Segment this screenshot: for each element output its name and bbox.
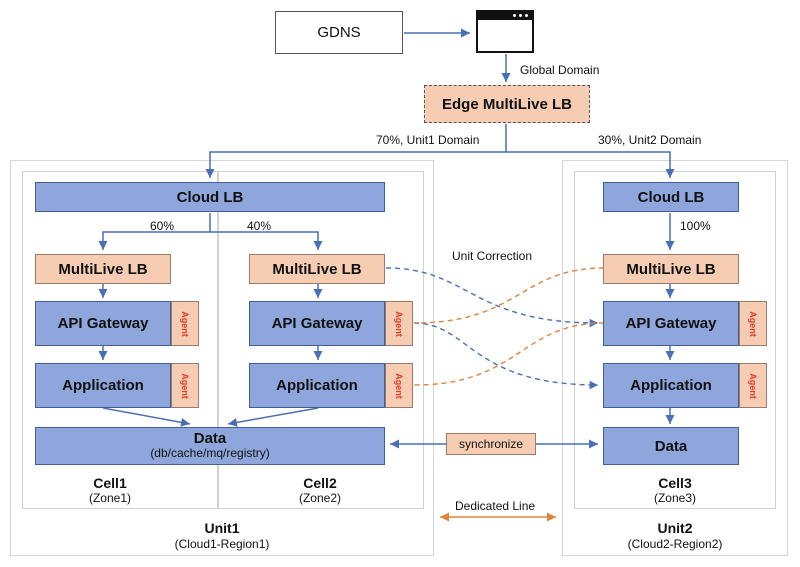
cell1-frame (22, 171, 218, 509)
agent-label: Agent (394, 372, 404, 399)
edge-multilive-lb: Edge MultiLive LB (424, 85, 590, 123)
edge-to-cell2-lb (210, 231, 323, 250)
cell2-api-gateway: API Gateway (249, 301, 385, 346)
correction-lb-to-cell3-gw (385, 267, 599, 328)
cell1-application-agent: Agent (171, 363, 199, 408)
agent-label: Agent (394, 310, 404, 337)
cell1-api-gateway: API Gateway (35, 301, 171, 346)
unit2-cloud-lb: Cloud LB (603, 182, 739, 212)
cell2-application-agent: Agent (385, 363, 413, 408)
unit1-data-title: Data (193, 430, 227, 447)
unit2-data: Data (603, 427, 739, 465)
cell1-application-label: Application (62, 377, 144, 394)
cell3-multilive-lb: MultiLive LB (603, 254, 739, 284)
cell2-share-label: 40% (247, 219, 272, 233)
dedicated-line-label: Dedicated Line (455, 499, 536, 513)
cell2-api-gateway-label: API Gateway (271, 315, 363, 332)
cell3-frame (574, 171, 776, 509)
unit1-frame (10, 160, 434, 556)
agent-label: Agent (180, 372, 190, 399)
edge-to-cell1-lb (98, 231, 210, 250)
cell2-multilive-lb-label: MultiLive LB (272, 260, 362, 278)
edge-multilive-lb-label: Edge MultiLive LB (441, 95, 572, 113)
synchronize-label: synchronize (458, 437, 524, 451)
edge-to-unit1 (205, 151, 506, 178)
cell1-api-gateway-label: API Gateway (57, 315, 149, 332)
unit1-cloud-lb-label: Cloud LB (176, 188, 244, 206)
cell2-multilive-lb: MultiLive LB (249, 254, 385, 284)
cell3-application-label: Application (630, 377, 712, 394)
unit2-domain-label: 30%, Unit2 Domain (598, 133, 702, 147)
unit1-name: Unit1 (204, 520, 240, 536)
cell2-name: Cell2 (303, 475, 337, 491)
cell3-multilive-lb-label: MultiLive LB (626, 260, 716, 278)
cell1-application: Application (35, 363, 171, 408)
edge-to-unit2 (506, 151, 675, 178)
cell1-multilive-lb-label: MultiLive LB (58, 260, 148, 278)
edge-cell1-app-data (102, 407, 191, 427)
cell2-frame (218, 171, 424, 509)
cell3-name: Cell3 (658, 475, 692, 491)
correction-gw-to-cell3-app (413, 322, 599, 390)
cell2-application-label: Application (276, 377, 358, 394)
unit1-region: (Cloud1-Region1) (174, 537, 270, 551)
cell1-share-label: 60% (150, 219, 175, 233)
global-domain-label: Global Domain (520, 63, 600, 77)
cell3-gateway-agent: Agent (739, 301, 767, 346)
unit2-cloud-lb-label: Cloud LB (637, 188, 705, 206)
cell2-zone: (Zone2) (298, 491, 342, 505)
unit1-data-detail: (db/cache/mq/registry) (150, 446, 270, 460)
cell3-zone: (Zone3) (653, 491, 697, 505)
cell1-name: Cell1 (93, 475, 127, 491)
cell3-api-gateway-label: API Gateway (625, 315, 717, 332)
agent-label: Agent (748, 372, 758, 399)
cell3-api-gateway: API Gateway (603, 301, 739, 346)
unit2-name: Unit2 (657, 520, 693, 536)
cell2-gateway-agent: Agent (385, 301, 413, 346)
edge-cell2-app-data (227, 407, 319, 427)
cell3-application-agent: Agent (739, 363, 767, 408)
cell3-share-label: 100% (680, 219, 711, 233)
cell1-gateway-agent: Agent (171, 301, 199, 346)
correction-cell3-lb-to-gw (413, 267, 605, 324)
unit1-domain-label: 70%, Unit1 Domain (376, 133, 480, 147)
correction-cell3-gw-to-app (413, 322, 605, 386)
unit2-frame (562, 160, 788, 556)
synchronize-box: synchronize (446, 433, 536, 455)
gdns-label: GDNS (317, 24, 361, 41)
gdns-box: GDNS (275, 11, 403, 54)
agent-label: Agent (180, 310, 190, 337)
unit2-data-label: Data (654, 437, 688, 455)
browser-window-icon (476, 10, 534, 53)
cell2-application: Application (249, 363, 385, 408)
unit2-region: (Cloud2-Region2) (627, 537, 723, 551)
cell1-multilive-lb: MultiLive LB (35, 254, 171, 284)
cell3-application: Application (603, 363, 739, 408)
unit1-cloud-lb: Cloud LB (35, 182, 385, 212)
agent-label: Agent (748, 310, 758, 337)
unit1-data: Data (db/cache/mq/registry) (35, 427, 385, 465)
cell1-zone: (Zone1) (88, 491, 132, 505)
unit-correction-label: Unit Correction (452, 249, 533, 263)
